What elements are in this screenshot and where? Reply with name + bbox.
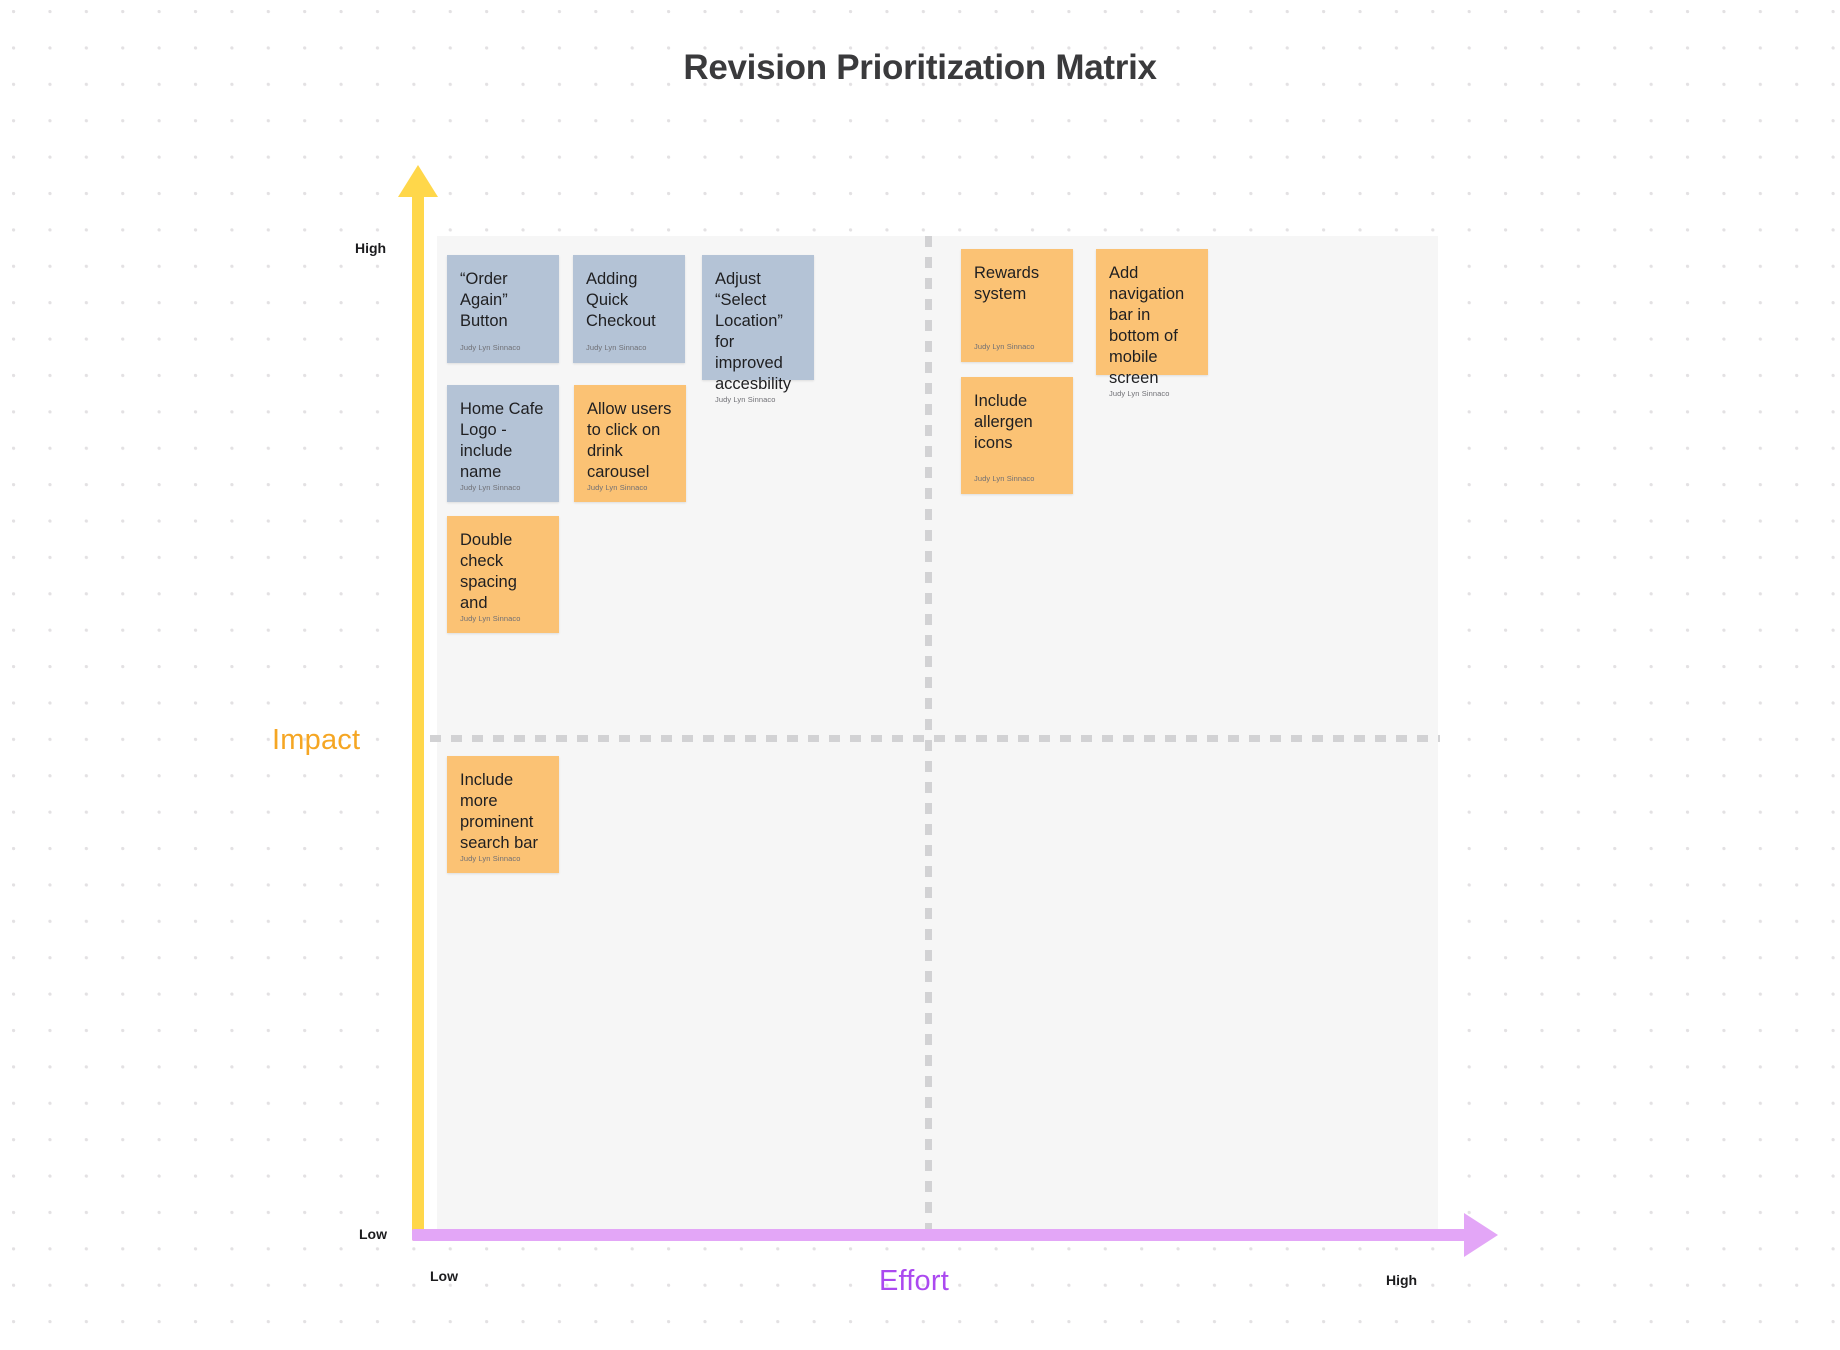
sticky-note-text: Double check spacing and [460, 531, 517, 612]
sticky-note-author: Judy Lyn Sinnaco [460, 854, 521, 863]
sticky-note-text: Allow users to click on drink carousel [587, 400, 672, 481]
sticky-note-text: Adjust “Select Location” for improved ac… [715, 270, 792, 393]
sticky-note-adjust-select-location[interactable]: Adjust “Select Location” for improved ac… [702, 255, 814, 404]
quadrant-divider-vertical [925, 236, 932, 1236]
sticky-note-author: Judy Lyn Sinnaco [460, 483, 521, 492]
effort-axis-tick-high: High [1386, 1272, 1418, 1288]
sticky-note-author: Judy Lyn Sinnaco [587, 483, 648, 492]
page-title: Revision Prioritization Matrix [683, 48, 1157, 87]
sticky-note-text: Add navigation bar in bottom of mobile s… [1109, 264, 1185, 387]
sticky-note-author: Judy Lyn Sinnaco [1109, 389, 1170, 398]
impact-axis-tick-low: Low [359, 1226, 387, 1242]
impact-axis-line [412, 186, 424, 1241]
sticky-note-text: “Order Again” Button [460, 270, 508, 330]
sticky-note-text: Include more prominent search bar [460, 771, 538, 852]
sticky-note-add-navigation-bar[interactable]: Add navigation bar in bottom of mobile s… [1096, 249, 1208, 398]
sticky-note-text: Adding Quick Checkout [586, 270, 656, 330]
effort-axis-tick-low: Low [430, 1268, 458, 1284]
sticky-note-text: Rewards system [974, 264, 1040, 303]
sticky-note-author: Judy Lyn Sinnaco [460, 614, 521, 623]
sticky-note-author: Judy Lyn Sinnaco [460, 343, 521, 352]
sticky-note-author: Judy Lyn Sinnaco [715, 395, 776, 404]
sticky-note-author: Judy Lyn Sinnaco [586, 343, 647, 352]
sticky-note-text: Home Cafe Logo - include name [460, 400, 544, 481]
sticky-note-author: Judy Lyn Sinnaco [974, 342, 1035, 351]
impact-axis-tick-high: High [355, 240, 387, 256]
quadrant-divider-horizontal [430, 735, 1440, 742]
impact-axis-label: Impact [272, 724, 361, 756]
impact-axis-arrow-icon [398, 165, 438, 197]
sticky-note-author: Judy Lyn Sinnaco [974, 474, 1035, 483]
effort-axis-line [412, 1229, 1475, 1241]
effort-axis-label: Effort [879, 1265, 949, 1297]
sticky-note-text: Include allergen icons [974, 392, 1033, 452]
effort-axis-arrow-icon [1464, 1213, 1498, 1257]
